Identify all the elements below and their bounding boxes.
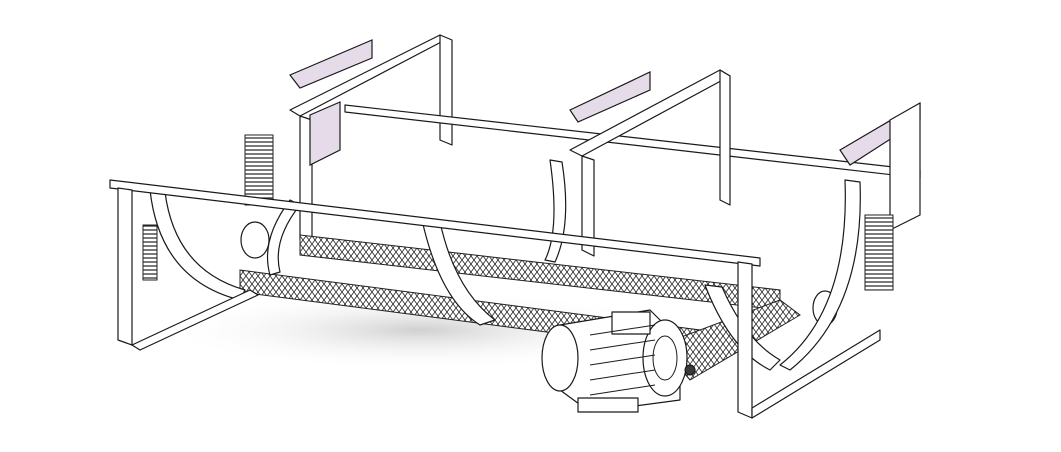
spring-right <box>864 214 894 291</box>
rear-plate-left <box>289 39 373 89</box>
spring-left-front <box>142 224 158 281</box>
front-frame <box>109 179 881 419</box>
curved-supports <box>149 159 861 371</box>
rear-plate-center <box>569 71 651 123</box>
spring-left <box>244 134 274 206</box>
rear-frame <box>289 34 921 257</box>
electric-motor <box>541 309 696 413</box>
